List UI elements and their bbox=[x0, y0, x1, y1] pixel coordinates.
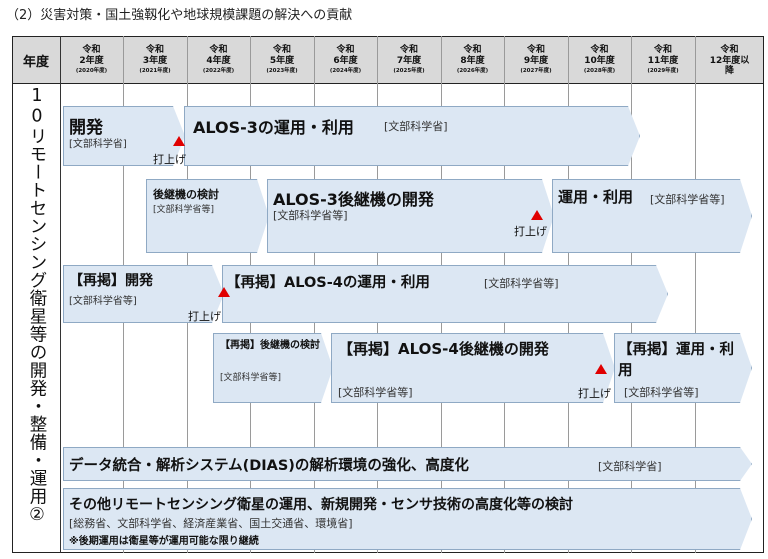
launch-marker-icon bbox=[218, 287, 230, 297]
other-satellites-agency: [総務省、文部科学省、経済産業省、国土交通省、環境省] bbox=[69, 517, 353, 530]
alos3-successor-operation-bar bbox=[552, 179, 752, 253]
alos4-successor-operation-agency: [文部科学省等] bbox=[624, 386, 699, 399]
alos4-development-agency: [文部科学省等] bbox=[69, 296, 137, 307]
grid-line bbox=[60, 36, 61, 553]
launch-label: 打上げ bbox=[153, 153, 186, 166]
section-title: （2）災害対策・国土強靱化や地球規模課題の解決への貢献 bbox=[6, 8, 353, 23]
alos3-operation-agency: [文部科学省] bbox=[384, 120, 448, 133]
alos3-successor-operation-title: 運用・利用 bbox=[558, 188, 634, 206]
launch-label: 打上げ bbox=[578, 387, 611, 400]
alos4-successor-operation-title: 【再掲】運用・利用 bbox=[618, 342, 734, 379]
launch-label: 打上げ bbox=[514, 225, 547, 238]
alos4-development-bar bbox=[63, 265, 224, 323]
alos4-successor-development-bar bbox=[331, 333, 615, 403]
alos3-successor-development-bar bbox=[267, 179, 554, 253]
alos3-successor-operation-agency: [文部科学省等] bbox=[650, 193, 725, 206]
grid-line bbox=[695, 36, 696, 553]
other-satellites-note: ※後期運用は衛星等が運用可能な限り継続 bbox=[69, 536, 259, 547]
dias-enhancement-agency: [文部科学省] bbox=[598, 460, 662, 473]
other-satellites-title: その他リモートセンシング衛星の運用、新規開発・センサ技術の高度化等の検討 bbox=[69, 497, 573, 513]
alos4-successor-development-agency: [文部科学省等] bbox=[338, 386, 413, 399]
launch-marker-icon bbox=[173, 136, 185, 146]
alos4-successor-study-bar bbox=[213, 333, 333, 403]
alos3-operation-title: ALOS-3の運用・利用 bbox=[193, 118, 354, 137]
alos3-development-title: 開発 bbox=[69, 118, 103, 138]
alos3-development-agency: [文部科学省] bbox=[69, 139, 127, 150]
dias-enhancement-title: データ統合・解析システム(DIAS)の解析環境の強化、高度化 bbox=[69, 458, 469, 474]
alos3-successor-development-title: ALOS-3後継機の開発 bbox=[273, 190, 434, 209]
alos4-successor-study-agency: [文部科学省等] bbox=[220, 373, 282, 383]
alos3-successor-study-bar bbox=[146, 179, 269, 253]
launch-marker-icon bbox=[595, 364, 607, 374]
alos4-operation-title: 【再掲】ALOS-4の運用・利用 bbox=[226, 275, 430, 291]
alos3-successor-development-agency: [文部科学省等] bbox=[273, 209, 348, 222]
alos3-operation-bar bbox=[184, 106, 640, 166]
year-header-row bbox=[12, 36, 764, 84]
alos4-successor-study-title: 【再掲】後継機の検討 bbox=[220, 340, 320, 351]
alos3-development-bar bbox=[63, 106, 185, 166]
alos3-successor-study-title: 後継機の検討 bbox=[153, 188, 219, 201]
alos4-operation-bar bbox=[222, 265, 668, 323]
alos4-operation-agency: [文部科学省等] bbox=[484, 277, 559, 290]
launch-label: 打上げ bbox=[188, 310, 221, 323]
schedule-frame bbox=[12, 36, 764, 553]
category-label: 10リモートセンシング衛星等の開発・整備・運用② bbox=[27, 86, 47, 526]
year-label: 年度 bbox=[22, 54, 49, 70]
launch-marker-icon bbox=[531, 210, 543, 220]
alos4-successor-operation-bar bbox=[614, 333, 752, 403]
alos4-development-title: 【再掲】開発 bbox=[69, 273, 153, 289]
alos3-successor-study-agency: [文部科学省等] bbox=[153, 205, 215, 215]
dias-enhancement-bar bbox=[63, 447, 752, 481]
alos4-successor-development-title: 【再掲】ALOS-4後継機の開発 bbox=[338, 340, 549, 358]
other-satellites-bar bbox=[63, 488, 752, 550]
